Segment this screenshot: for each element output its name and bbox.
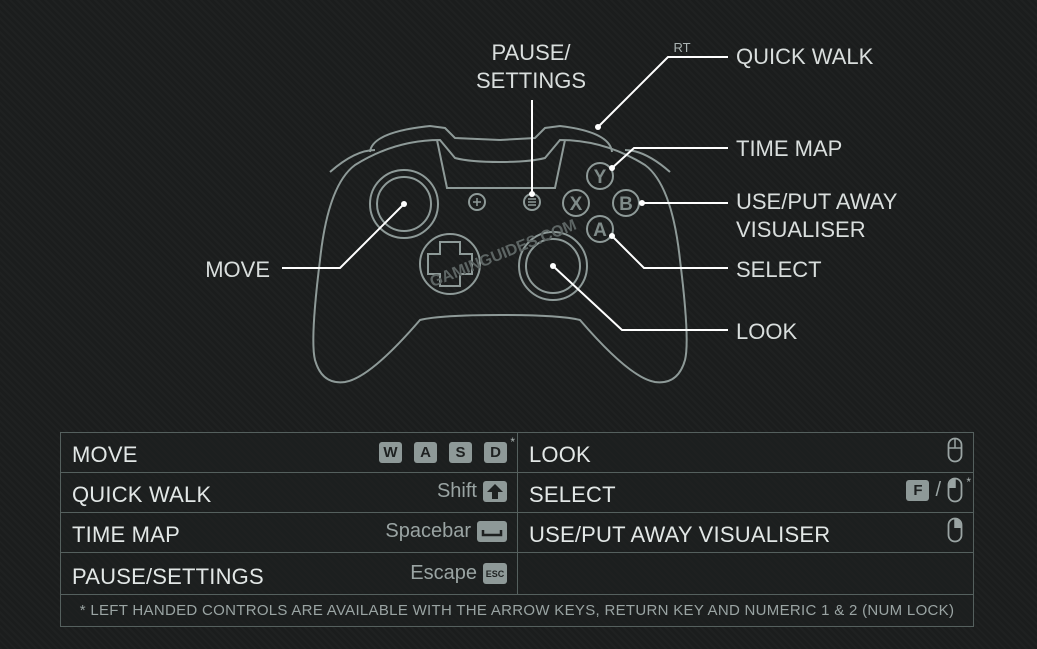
controller-diagram: Y X B A GAMINGUIDES.COM PAUSE/ SETTINGS … [205,40,898,384]
key-group: Escape ESC [410,562,507,585]
key-group: W A S D [379,442,507,463]
key-f: F [906,479,930,501]
asterisk-note: * [966,475,971,489]
action-label: USE/PUT AWAY VISUALISER [529,522,831,547]
action-label: PAUSE/SETTINGS [72,564,264,589]
key-d: D [484,442,507,463]
b-button-label: B [619,194,633,215]
key-group [947,437,963,463]
key-separator: / [935,478,941,501]
callout-dots [401,124,645,269]
table-row-pause-settings: PAUSE/SETTINGS Escape ESC [61,553,518,595]
table-row-quick-walk: QUICK WALK Shift [61,473,518,513]
key-group: F / [906,477,963,503]
label-move: MOVE [205,257,270,282]
shift-arrow-icon [483,481,507,502]
controller-outline [312,124,688,384]
watermark: GAMINGUIDES.COM [428,217,579,291]
table-row-look: LOOK [518,433,973,473]
key-text-spacebar: Spacebar [385,520,471,542]
menu-button-icon [528,198,536,206]
label-pause-settings-line2: SETTINGS [476,68,586,93]
table-row-use-put-away: USE/PUT AWAY VISUALISER [518,513,973,553]
key-group [947,517,963,543]
footnote: * LEFT HANDED CONTROLS ARE AVAILABLE WIT… [79,602,955,619]
action-label: QUICK WALK [72,482,212,507]
key-text-shift: Shift [436,480,477,502]
action-label: MOVE [72,442,138,467]
label-use-put-away-line2: VISUALISER [736,217,866,242]
table-row-move: MOVE W A S D * [61,433,518,473]
action-label: TIME MAP [72,522,180,547]
asterisk-note: * [510,435,515,449]
table-row-empty [518,553,973,595]
key-s: S [449,442,472,463]
label-rt: RT [673,40,690,55]
mouse-icon [947,437,963,463]
label-select: SELECT [736,257,822,282]
action-label: LOOK [529,442,591,467]
label-pause-settings-line1: PAUSE/ [491,40,571,65]
key-text-escape: Escape [410,562,477,584]
x-button-label: X [570,194,583,215]
esc-key-icon: ESC [483,563,507,584]
key-w: W [379,442,402,463]
y-button-label: Y [594,167,607,188]
controls-table: MOVE W A S D * LOOK QUICK WALK Shift [60,432,974,627]
mouse-right-click-icon [947,517,963,543]
spacebar-icon [477,521,507,542]
key-a: A [414,442,437,463]
label-time-map: TIME MAP [736,136,842,161]
mouse-left-click-icon [947,477,963,503]
callout-lines [282,56,728,331]
key-group: Spacebar [385,520,507,543]
label-look: LOOK [736,319,797,344]
label-use-put-away-line1: USE/PUT AWAY [736,189,898,214]
label-quick-walk: QUICK WALK [736,44,874,69]
view-button-icon [473,198,481,206]
table-row-time-map: TIME MAP Spacebar [61,513,518,553]
table-row-select: SELECT F / * [518,473,973,513]
key-group: Shift [437,480,507,503]
action-label: SELECT [529,482,616,507]
a-button-label: A [593,220,607,241]
